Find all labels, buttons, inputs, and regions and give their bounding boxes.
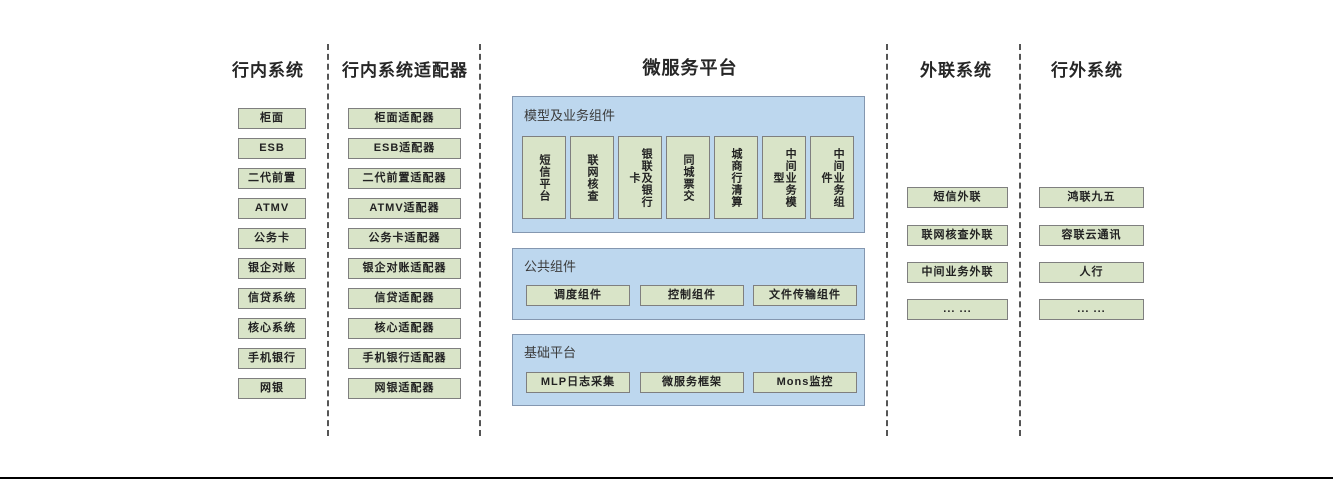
node-in-bank-adapter-7[interactable]: 信贷适配器 [348,288,461,309]
column-separator-1 [327,44,329,436]
node-in-bank-system-3[interactable]: 二代前置 [238,168,306,189]
node-in-bank-adapter-4[interactable]: ATMV适配器 [348,198,461,219]
node-in-bank-system-8[interactable]: 核心系统 [238,318,306,339]
node-in-bank-system-4[interactable]: ATMV [238,198,306,219]
node-model-component-2[interactable]: 联网核查 [570,136,614,219]
node-model-component-4[interactable]: 同城票交 [666,136,710,219]
node-public-component-3[interactable]: 文件传输组件 [753,285,857,306]
node-outside-bank-4[interactable]: ... ... [1039,299,1144,320]
panel-label-public-components: 公共组件 [524,259,577,274]
column-title-in-bank-adapters: 行内系统适配器 [342,61,468,80]
node-model-component-7[interactable]: 中间业务组件 [810,136,854,219]
bottom-divider [0,477,1333,479]
node-in-bank-system-2[interactable]: ESB [238,138,306,159]
node-in-bank-system-9[interactable]: 手机银行 [238,348,306,369]
node-in-bank-adapter-1[interactable]: 柜面适配器 [348,108,461,129]
panel-label-model-business-components: 模型及业务组件 [524,108,616,123]
node-in-bank-adapter-5[interactable]: 公务卡适配器 [348,228,461,249]
node-base-platform-3[interactable]: Mons监控 [753,372,857,393]
node-external-link-1[interactable]: 短信外联 [907,187,1008,208]
node-in-bank-system-1[interactable]: 柜面 [238,108,306,129]
column-title-outside-bank-systems: 行外系统 [1051,61,1123,80]
node-model-component-5[interactable]: 城商行清算 [714,136,758,219]
node-external-link-4[interactable]: ... ... [907,299,1008,320]
node-in-bank-adapter-3[interactable]: 二代前置适配器 [348,168,461,189]
column-title-in-bank-systems: 行内系统 [232,61,304,80]
node-in-bank-adapter-2[interactable]: ESB适配器 [348,138,461,159]
node-in-bank-adapter-8[interactable]: 核心适配器 [348,318,461,339]
node-model-component-1[interactable]: 短信平台 [522,136,566,219]
panel-label-base-platform: 基础平台 [524,345,577,360]
platform-title: 微服务平台 [642,58,738,78]
node-outside-bank-3[interactable]: 人行 [1039,262,1144,283]
node-in-bank-adapter-9[interactable]: 手机银行适配器 [348,348,461,369]
node-public-component-1[interactable]: 调度组件 [526,285,630,306]
node-outside-bank-1[interactable]: 鸿联九五 [1039,187,1144,208]
node-in-bank-system-6[interactable]: 银企对账 [238,258,306,279]
column-title-external-link-systems: 外联系统 [920,61,992,80]
node-base-platform-1[interactable]: MLP日志采集 [526,372,630,393]
node-outside-bank-2[interactable]: 容联云通讯 [1039,225,1144,246]
node-external-link-2[interactable]: 联网核查外联 [907,225,1008,246]
node-in-bank-system-7[interactable]: 信贷系统 [238,288,306,309]
column-separator-3 [886,44,888,436]
node-in-bank-adapter-10[interactable]: 网银适配器 [348,378,461,399]
node-in-bank-system-10[interactable]: 网银 [238,378,306,399]
column-separator-4 [1019,44,1021,436]
node-external-link-3[interactable]: 中间业务外联 [907,262,1008,283]
node-base-platform-2[interactable]: 微服务框架 [640,372,744,393]
node-in-bank-system-5[interactable]: 公务卡 [238,228,306,249]
panel-public-components [512,248,865,320]
node-in-bank-adapter-6[interactable]: 银企对账适配器 [348,258,461,279]
panel-base-platform [512,334,865,406]
column-separator-2 [479,44,481,436]
node-public-component-2[interactable]: 控制组件 [640,285,744,306]
node-model-component-6[interactable]: 中间业务模型 [762,136,806,219]
node-model-component-3[interactable]: 银联及银行卡 [618,136,662,219]
